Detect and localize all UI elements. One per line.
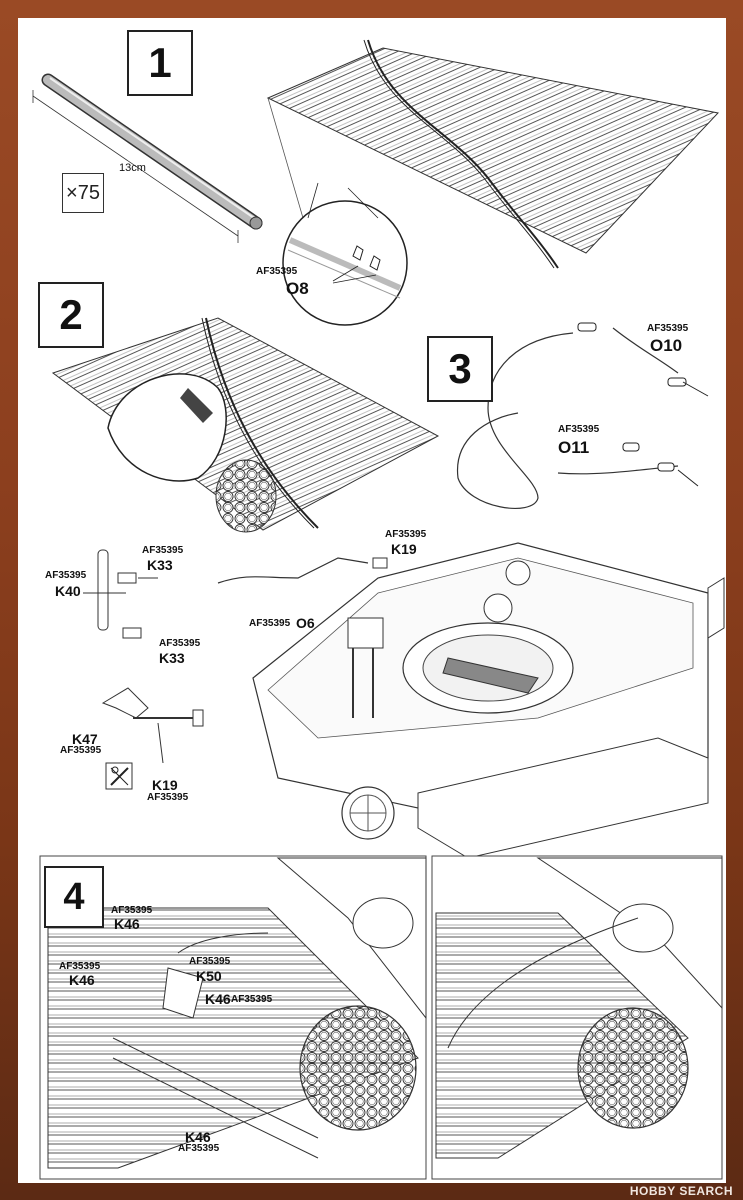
k19-bottom-name: K19 [152,777,178,793]
o11-name: O11 [558,438,590,457]
o10-code: AF35395 [647,323,689,334]
single-tube [32,73,263,243]
watermark: HOBBY SEARCH [629,1184,733,1198]
k46-b-name: K46 [69,972,95,988]
k19-top-code: AF35395 [385,529,427,540]
o11-code: AF35395 [558,424,600,435]
tube-length: 13cm [119,162,146,174]
step-4-number: 4 [44,866,104,928]
step-1-number: 1 [127,30,193,96]
k40-name: K40 [55,583,81,599]
k47-code: AF35395 [60,745,102,756]
k46-d-code: AF35395 [178,1143,220,1154]
k46-a-code: AF35395 [111,905,153,916]
k19-top-name: K19 [391,541,417,557]
o8-name: O8 [286,279,309,298]
tube-quantity: ×75 [62,173,104,213]
k47-name: K47 [72,731,98,747]
k46-b-code: AF35395 [59,961,101,972]
o10-name: O10 [650,336,683,355]
k33-b-name: K33 [159,650,185,666]
tube-bundle-wrap [51,317,440,533]
step-2-number: 2 [38,282,104,348]
o8-code: AF35395 [256,266,298,277]
k50-name: K50 [196,968,222,984]
o6-code: AF35395 [249,618,291,629]
k33-b-code: AF35395 [159,638,201,649]
rope-loop [456,322,709,509]
k46-c-name: K46 [205,991,231,1007]
tank-hull [252,542,725,859]
k33-a-code: AF35395 [142,545,184,556]
k46-d-name: K46 [185,1129,211,1145]
step-3-number: 3 [427,336,493,402]
step4-panels [39,855,723,1180]
cut-icon [105,762,133,790]
detail-circle [282,182,408,326]
instruction-artwork [32,39,725,1180]
tube-net [266,39,719,269]
k50-code: AF35395 [189,956,231,967]
k19-bottom-code: AF35395 [147,792,189,803]
o6-name: O6 [296,615,315,631]
k46-a-name: K46 [114,916,140,932]
k46-c-code: AF35395 [231,994,273,1005]
instruction-sheet: 1 2 3 4 13cm ×75 AF35395 O8 AF35395 O10 … [18,18,726,1183]
exploded-parts [83,549,388,764]
k33-a-name: K33 [147,557,173,573]
k40-code: AF35395 [45,570,87,581]
